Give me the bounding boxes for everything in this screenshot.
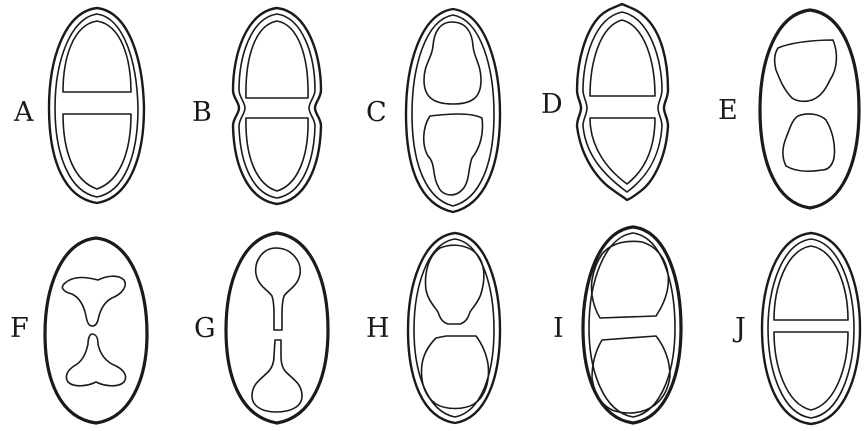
panel-label-g: G (194, 313, 216, 344)
upper-lumen-d (590, 20, 655, 96)
upper-lumen-i (591, 241, 668, 318)
panel-label-e: E (718, 95, 738, 126)
upper-lumen-g (256, 248, 301, 330)
panel-label-a: A (13, 97, 34, 128)
panel-e: E (718, 10, 859, 208)
upper-lumen-c (424, 22, 481, 104)
outer-wall-c (406, 9, 500, 212)
inner-wall-a (55, 14, 138, 197)
panel-b: B (192, 8, 321, 204)
panel-j: J (732, 233, 860, 424)
panel-g: G (194, 233, 328, 423)
lower-lumen-i (592, 336, 670, 413)
outer-wall-i (583, 227, 681, 423)
outer-wall-f (45, 238, 147, 423)
panel-label-i: I (553, 313, 564, 344)
lower-lumen-h (422, 336, 489, 409)
panel-h: H (366, 233, 500, 423)
panel-a: A (13, 8, 144, 203)
lower-lumen-e (783, 114, 835, 171)
upper-lumen-f (62, 276, 125, 326)
lower-lumen-f (66, 334, 125, 386)
inner-wall-j (768, 239, 854, 418)
panel-label-c: C (366, 97, 387, 128)
panel-label-h: H (366, 313, 390, 344)
lower-lumen-a (63, 114, 131, 189)
upper-lumen-h (426, 245, 484, 324)
outer-wall-a (49, 8, 144, 203)
lower-lumen-c (424, 114, 483, 195)
lower-lumen-g (252, 340, 302, 412)
outer-wall-g (226, 233, 328, 423)
outer-wall-d (577, 4, 668, 200)
lower-lumen-b (246, 118, 308, 191)
panel-label-j: J (732, 313, 746, 344)
panel-d: D (541, 4, 668, 200)
outer-wall-h (408, 233, 500, 423)
panel-label-f: F (10, 313, 29, 344)
outer-wall-j (762, 233, 860, 424)
panel-f: F (10, 238, 147, 423)
inner-wall-i (589, 233, 675, 417)
upper-lumen-e (775, 40, 837, 101)
outer-wall-e (760, 10, 859, 208)
inner-wall-b (239, 14, 315, 198)
panel-label-b: B (192, 97, 212, 128)
upper-lumen-b (246, 21, 308, 98)
panel-label-d: D (541, 89, 563, 120)
panel-i: I (553, 227, 681, 423)
panel-c: C (366, 9, 500, 212)
inner-wall-c (412, 15, 494, 206)
outer-wall-b (233, 8, 321, 204)
inner-wall-d (583, 12, 662, 192)
